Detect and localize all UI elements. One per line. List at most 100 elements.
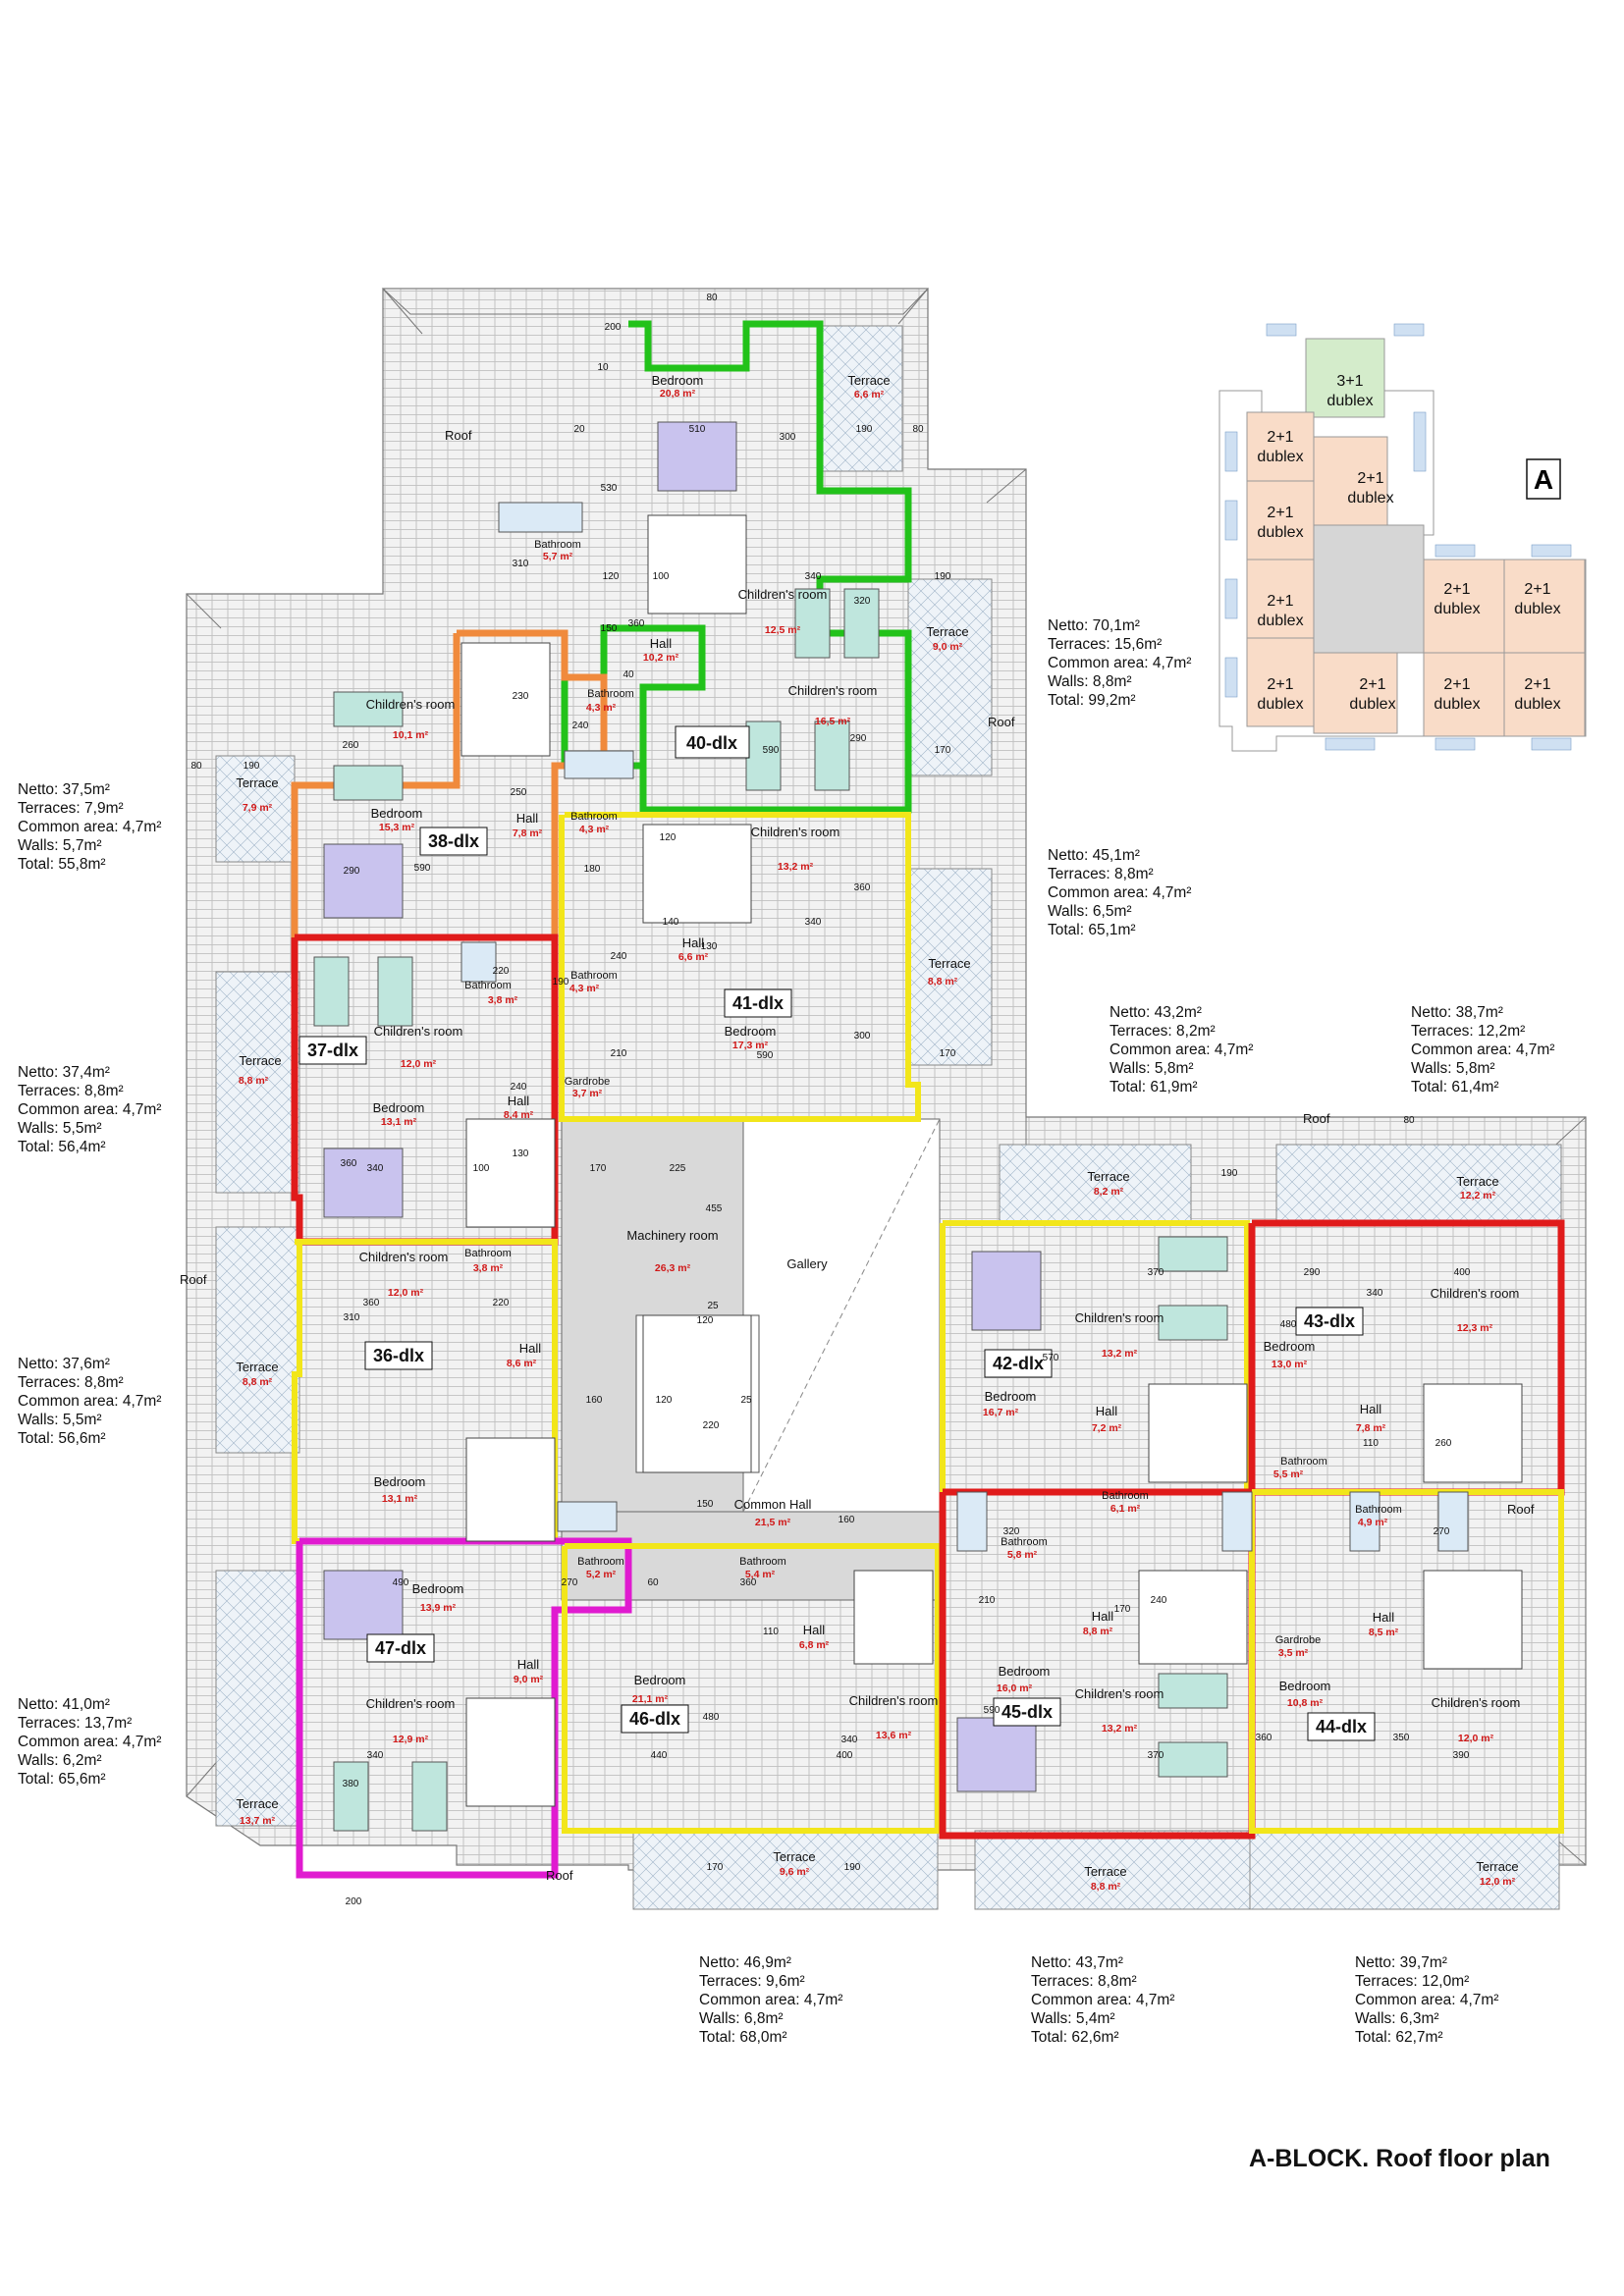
room-area: 9,0 m² (933, 641, 963, 653)
room-area: 21,1 m² (632, 1693, 669, 1705)
apt-41-outline (559, 812, 921, 1122)
room-area: 8,4 m² (504, 1109, 534, 1121)
key-label: 2+1 (1524, 581, 1550, 598)
room-area: 12,0 m² (401, 1058, 437, 1070)
summary-netto: Netto: 39,7m² (1355, 1954, 1447, 1971)
dimension-label: 130 (701, 941, 718, 952)
summary-total: Total: 99,2m² (1048, 692, 1136, 709)
room-label: Hall (1373, 1610, 1395, 1625)
dimension-label: 170 (590, 1163, 607, 1174)
svg-text:43-dlx: 43-dlx (1304, 1311, 1355, 1331)
room-area: 8,6 m² (507, 1358, 537, 1369)
dimension-label: 340 (841, 1735, 858, 1745)
room-area: 20,8 m² (660, 388, 696, 400)
summary-walls: Walls: 5,4m² (1031, 2010, 1115, 2027)
room-label: Children's room (359, 1250, 449, 1264)
dimension-label: 25 (740, 1395, 752, 1406)
room-area: 3,8 m² (473, 1262, 504, 1274)
dimension-label: 220 (703, 1420, 720, 1431)
room-label: Bedroom (374, 1474, 426, 1489)
room-area: 16,5 m² (815, 716, 851, 727)
room-area: 12,2 m² (1460, 1190, 1496, 1201)
roof-label: Roof (180, 1272, 207, 1287)
room-label: Bathroom (534, 539, 581, 551)
dimension-label: 170 (707, 1862, 724, 1873)
room-label: Children's room (366, 697, 456, 712)
summary-walls: Walls: 5,7m² (18, 837, 102, 854)
room-area: 5,8 m² (1007, 1549, 1038, 1561)
room-label: Children's room (1075, 1686, 1164, 1701)
room-label: Hall (519, 1341, 542, 1356)
summary-total: Total: 55,8m² (18, 856, 106, 873)
summary-terraces: Terraces: 8,8m² (1048, 866, 1154, 882)
dimension-label: 260 (343, 740, 359, 751)
key-unit (1246, 411, 1315, 482)
dimension-label: 10 (597, 362, 609, 373)
dimension-label: 130 (513, 1148, 529, 1159)
room-label: Terrace (1084, 1864, 1126, 1879)
summary-netto: Netto: 70,1m² (1048, 617, 1140, 634)
summary-total: Total: 61,4m² (1411, 1079, 1499, 1095)
room-label: Hall (1092, 1609, 1114, 1624)
dimension-label: 350 (1393, 1733, 1410, 1743)
dimension-label: 440 (651, 1750, 668, 1761)
room-label: Bathroom (464, 1248, 512, 1259)
svg-text:38-dlx: 38-dlx (428, 831, 479, 851)
apt-tag-43-dlx: 43-dlx (1295, 1307, 1364, 1336)
summary-walls: Walls: 5,8m² (1411, 1060, 1495, 1077)
summary-walls: Walls: 6,5m² (1048, 903, 1132, 920)
key-label: 2+1 (1357, 470, 1383, 487)
dimension-label: 390 (1453, 1750, 1470, 1761)
dimension-label: 225 (670, 1163, 686, 1174)
summary-netto: Netto: 43,7m² (1031, 1954, 1123, 1971)
apt-tag-45-dlx: 45-dlx (993, 1697, 1061, 1727)
summary-total: Total: 62,7m² (1355, 2029, 1443, 2046)
dimension-label: 40 (623, 669, 634, 680)
key-label: 2+1 (1443, 581, 1470, 598)
room-area: 26,3 m² (655, 1262, 691, 1274)
stairs (460, 514, 1523, 1807)
furniture (323, 421, 1042, 1792)
summary-37-dlx: Netto: 37,4m² Terraces: 8,8m² Common are… (18, 1063, 161, 1156)
room-label: Bedroom (985, 1389, 1037, 1404)
key-label: dublex (1347, 490, 1393, 507)
dimension-label: 340 (367, 1750, 384, 1761)
key-label: dublex (1257, 524, 1303, 541)
dimension-label: 530 (601, 483, 618, 494)
bathrooms-fixtures (460, 502, 1469, 1552)
room-area: 8,2 m² (1094, 1186, 1124, 1198)
dimension-label: 120 (603, 571, 620, 582)
room-label: Children's room (788, 683, 878, 698)
summary-terraces: Terraces: 9,6m² (699, 1973, 805, 1990)
summary-common: Common area: 4,7m² (18, 1101, 162, 1118)
dimension-label: 380 (343, 1779, 359, 1789)
room-label: Bedroom (412, 1581, 464, 1596)
dimension-label: 190 (935, 571, 951, 582)
summary-netto: Netto: 38,7m² (1411, 1004, 1503, 1021)
dimension-label: 590 (763, 745, 780, 756)
room-label: Children's room (751, 825, 840, 839)
summary-45-dlx: Netto: 43,7m² Terraces: 8,8m² Common are… (1031, 1953, 1174, 2047)
room-label: Children's room (366, 1696, 456, 1711)
room-area: 3,7 m² (572, 1088, 603, 1099)
dimension-label: 170 (940, 1048, 956, 1059)
dimension-label: 290 (1304, 1267, 1321, 1278)
dimension-label: 250 (511, 787, 527, 798)
dimension-label: 200 (346, 1896, 362, 1907)
summary-terraces: Terraces: 12,0m² (1355, 1973, 1470, 1990)
key-unit (1503, 559, 1586, 654)
room-label: Bedroom (371, 806, 423, 821)
room-label: Children's room (738, 587, 828, 602)
dimension-label: 140 (663, 917, 679, 928)
dimension-label: 400 (1454, 1267, 1471, 1278)
key-unit (1313, 524, 1425, 654)
key-label: 2+1 (1524, 676, 1550, 693)
dimension-label: 20 (573, 424, 585, 435)
room-label: Bathroom (739, 1556, 786, 1568)
room-label: Bathroom (570, 811, 618, 823)
room-area: 6,6 m² (678, 951, 709, 963)
room-area: 17,3 m² (732, 1040, 769, 1051)
room-area: 13,7 m² (240, 1815, 276, 1827)
room-area: 13,0 m² (1272, 1359, 1308, 1370)
